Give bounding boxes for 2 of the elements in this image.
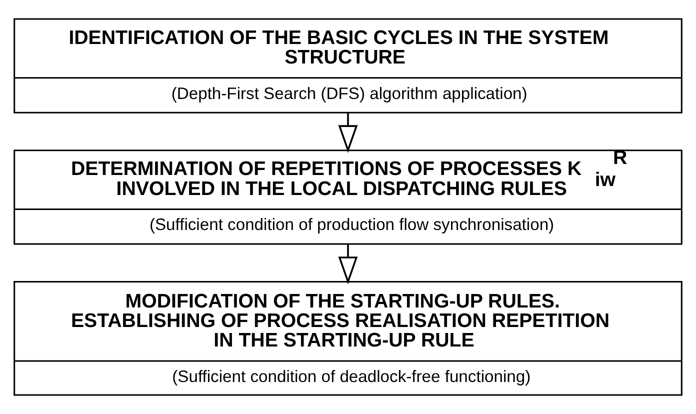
arrow (338, 244, 358, 284)
arrow (338, 112, 358, 153)
